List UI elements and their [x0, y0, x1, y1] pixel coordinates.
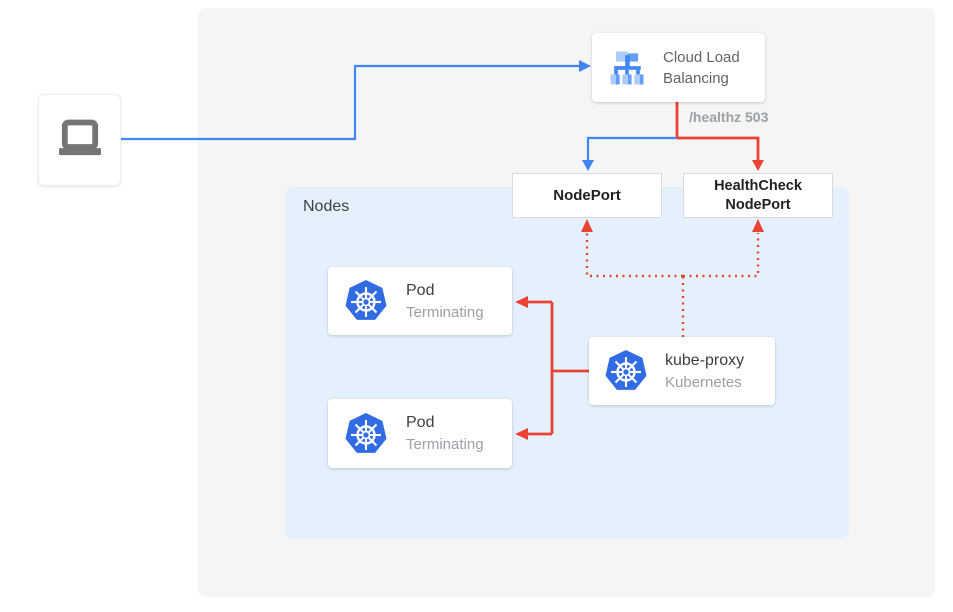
- nodes-panel-label: Nodes: [303, 198, 350, 215]
- arrows-kube-proxy-to-pods: [515, 296, 589, 440]
- kubernetes-icon: [344, 412, 388, 456]
- nodeport-box: NodePort: [512, 173, 662, 218]
- arrow-clb-to-nodeport: [582, 136, 677, 171]
- pod-card-2: Pod Terminating: [328, 399, 512, 468]
- healthz-status-label: /healthz 503: [689, 109, 769, 125]
- arrow-client-to-clb: [121, 60, 591, 141]
- pod-status: Terminating: [406, 436, 484, 453]
- pod-title: Pod: [406, 414, 435, 431]
- healthcheck-nodeport-label-line2: NodePort: [725, 196, 791, 213]
- pod-title: Pod: [406, 281, 435, 299]
- cloud-load-balancing-card: Cloud Load Balancing: [592, 33, 765, 102]
- nodeport-label: NodePort: [553, 187, 621, 204]
- pod-status: Terminating: [406, 303, 484, 321]
- cloud-load-balancing-label: Cloud Load Balancing: [663, 48, 740, 87]
- healthcheck-nodeport-box: HealthCheck NodePort: [683, 173, 833, 218]
- pod-card-1: Pod Terminating: [328, 267, 512, 335]
- client-card: [38, 94, 121, 186]
- kubernetes-icon: [604, 349, 648, 393]
- kube-proxy-subtitle: Kubernetes: [665, 373, 742, 391]
- kube-proxy-card: kube-proxy Kubernetes: [589, 337, 775, 405]
- kubernetes-icon: [344, 279, 388, 323]
- arrow-clb-to-healthcheck-nodeport: [677, 136, 764, 171]
- laptop-icon: [52, 112, 108, 168]
- dotted-arrows-kube-proxy-to-nodeports: [581, 219, 764, 337]
- cloud-load-balancing-icon: [605, 46, 649, 90]
- kube-proxy-title: kube-proxy: [665, 351, 745, 369]
- healthcheck-nodeport-label-line1: HealthCheck: [714, 177, 802, 194]
